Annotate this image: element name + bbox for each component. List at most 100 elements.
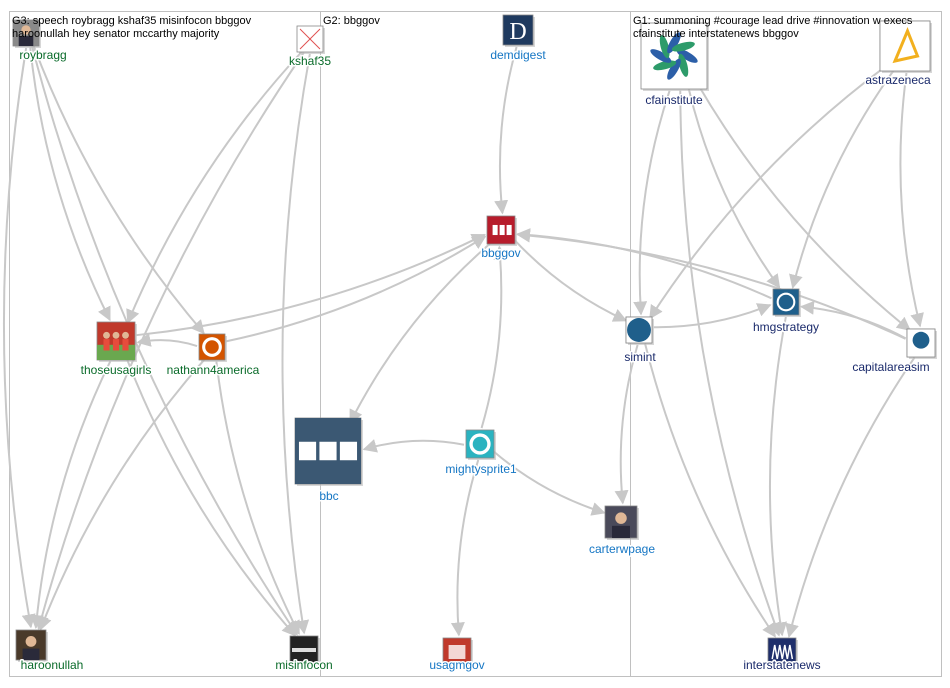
edge-nathann4america-to-thoseusagirls bbox=[136, 333, 198, 348]
node-hmgstrategy[interactable]: hmgstrategy bbox=[751, 288, 821, 336]
edge-nathann4america-to-misinfocon bbox=[215, 361, 300, 635]
edge-hmgstrategy-to-bbggov bbox=[516, 228, 772, 300]
edge-demdigest-to-bbggov bbox=[494, 46, 518, 215]
edge-thoseusagirls-to-haroonullah bbox=[30, 360, 112, 630]
group-title-g3-line1: G3: speech roybragg kshaf35 misinfocon b… bbox=[12, 15, 252, 27]
node-label-simint: simint bbox=[624, 350, 656, 364]
edge-roybragg-to-misinfocon bbox=[31, 46, 298, 636]
node-label-carterwpage: carterwpage bbox=[589, 542, 655, 556]
person-photo-icon bbox=[12, 19, 41, 48]
cfa-logo-icon bbox=[640, 22, 709, 91]
node-thoseusagirls[interactable]: thoseusagirls bbox=[79, 321, 153, 379]
group-title-g3-line2: haroonullah hey senator mccarthy majorit… bbox=[12, 28, 220, 40]
edge-mightysprite1-to-usagmgov bbox=[450, 459, 480, 637]
node-cfainstitute[interactable]: cfainstitute bbox=[640, 22, 709, 109]
edge-mightysprite1-to-carterwpage bbox=[493, 450, 606, 516]
node-carterwpage[interactable]: carterwpage bbox=[587, 505, 657, 558]
usagm-logo-icon bbox=[442, 637, 473, 668]
edge-roybragg-to-nathann4america bbox=[32, 45, 205, 335]
node-kshaf35[interactable]: kshaf35 bbox=[287, 25, 333, 70]
node-label-astrazeneca: astrazeneca bbox=[865, 73, 931, 87]
edge-roybragg-to-haroonullah bbox=[2, 47, 36, 629]
node-label-bbc: bbc bbox=[319, 489, 338, 503]
edge-astrazeneca-to-simint bbox=[649, 64, 888, 320]
node-astrazeneca[interactable]: astrazeneca bbox=[864, 20, 933, 89]
graph-border bbox=[9, 11, 942, 677]
edge-mightysprite1-to-bbc bbox=[362, 439, 465, 453]
badge-logo-icon bbox=[465, 429, 496, 460]
edge-cfainstitute-to-interstatenews bbox=[679, 90, 782, 637]
node-label-roybragg: roybragg bbox=[19, 48, 66, 62]
node-label-usagmgov: usagmgov bbox=[429, 658, 484, 672]
node-label-kshaf35: kshaf35 bbox=[289, 54, 331, 68]
node-label-cfainstitute: cfainstitute bbox=[645, 93, 703, 107]
edge-capitalareasim-to-hmgstrategy bbox=[799, 300, 907, 340]
edge-simint-to-interstatenews bbox=[644, 343, 776, 638]
edge-simint-to-carterwpage bbox=[614, 344, 639, 505]
node-misinfocon[interactable]: misinfocon bbox=[274, 635, 334, 674]
edge-hmgstrategy-to-interstatenews bbox=[768, 316, 788, 637]
group-title-g3: G3: speech roybragg kshaf35 misinfocon b… bbox=[12, 15, 252, 40]
node-label-interstatenews: interstatenews bbox=[743, 658, 820, 672]
hmg-logo-icon bbox=[772, 288, 801, 317]
edge-astrazeneca-to-capitalareasim bbox=[899, 72, 924, 328]
sim-logo-icon bbox=[906, 328, 937, 359]
edge-kshaf35-to-misinfocon bbox=[281, 53, 311, 635]
group-photo-icon bbox=[96, 321, 137, 362]
edge-bbggov-to-simint bbox=[513, 238, 628, 322]
node-label-misinfocon: misinfocon bbox=[275, 658, 332, 672]
person-photo-icon bbox=[15, 629, 48, 662]
group-title-g1-line1: G1: summoning #courage lead drive #innov… bbox=[633, 15, 913, 27]
node-interstatenews[interactable]: interstatenews bbox=[742, 637, 822, 674]
badge-logo-icon bbox=[198, 333, 227, 362]
node-simint[interactable]: simint bbox=[623, 316, 658, 366]
edge-thoseusagirls-to-misinfocon bbox=[125, 358, 297, 637]
group-title-g2-line1: G2: bbggov bbox=[323, 15, 380, 27]
edge-kshaf35-to-haroonullah bbox=[35, 52, 305, 631]
node-label-bbggov: bbggov bbox=[481, 246, 520, 260]
nodes-layer: roybragg kshaf35 thoseusagirls nathann4amer… bbox=[12, 14, 937, 674]
edge-cfainstitute-to-hmgstrategy bbox=[687, 87, 781, 289]
edge-mightysprite1-to-bbggov bbox=[480, 245, 508, 429]
interstatenews-logo-icon bbox=[767, 637, 798, 668]
edge-kshaf35-to-thoseusagirls bbox=[126, 50, 303, 324]
sim-logo-icon bbox=[625, 316, 654, 345]
group-title-g1: G1: summoning #courage lead drive #innov… bbox=[633, 15, 913, 40]
node-label-thoseusagirls: thoseusagirls bbox=[81, 363, 152, 377]
edge-nathann4america-to-haroonullah bbox=[38, 359, 205, 631]
edge-thoseusagirls-to-bbggov bbox=[136, 233, 486, 337]
bbg-logo-icon bbox=[486, 215, 517, 246]
node-label-mightysprite1: mightysprite1 bbox=[445, 462, 517, 476]
misinfocon-logo-icon bbox=[289, 635, 320, 666]
edge-bbggov-to-bbc bbox=[349, 241, 492, 424]
edge-nathann4america-to-bbggov bbox=[225, 235, 487, 343]
bbc-logo-icon bbox=[294, 417, 363, 486]
node-label-demdigest: demdigest bbox=[490, 48, 546, 62]
node-capitalareasim[interactable]: capitalareasim bbox=[851, 328, 937, 376]
node-bbggov[interactable]: bbggov bbox=[480, 215, 522, 262]
edge-roybragg-to-thoseusagirls bbox=[29, 47, 111, 322]
node-bbc[interactable]: bbc bbox=[294, 417, 363, 505]
edge-cfainstitute-to-capitalareasim bbox=[695, 82, 912, 331]
edge-astrazeneca-to-hmgstrategy bbox=[789, 69, 895, 289]
node-label-haroonullah: haroonullah bbox=[21, 658, 84, 672]
node-label-nathann4america: nathann4america bbox=[167, 363, 260, 377]
broken-image-icon bbox=[296, 25, 325, 54]
edge-simint-to-hmgstrategy bbox=[653, 303, 772, 329]
edge-capitalareasim-to-interstatenews bbox=[785, 357, 916, 638]
svg-text:D: D bbox=[509, 19, 526, 45]
edge-cfainstitute-to-simint bbox=[633, 90, 671, 316]
node-haroonullah[interactable]: haroonullah bbox=[15, 629, 85, 674]
node-usagmgov[interactable]: usagmgov bbox=[428, 637, 486, 674]
node-label-capitalareasim: capitalareasim bbox=[852, 360, 929, 374]
astrazeneca-logo-icon bbox=[879, 20, 932, 73]
group-title-g2: G2: bbggov bbox=[323, 15, 380, 27]
node-label-hmgstrategy: hmgstrategy bbox=[753, 320, 819, 334]
person-photo-icon bbox=[604, 505, 639, 540]
node-mightysprite1[interactable]: mightysprite1 bbox=[444, 429, 519, 478]
letter-d-logo-icon: D bbox=[502, 14, 535, 47]
node-roybragg[interactable]: roybragg bbox=[12, 19, 68, 64]
node-nathann4america[interactable]: nathann4america bbox=[165, 333, 261, 379]
